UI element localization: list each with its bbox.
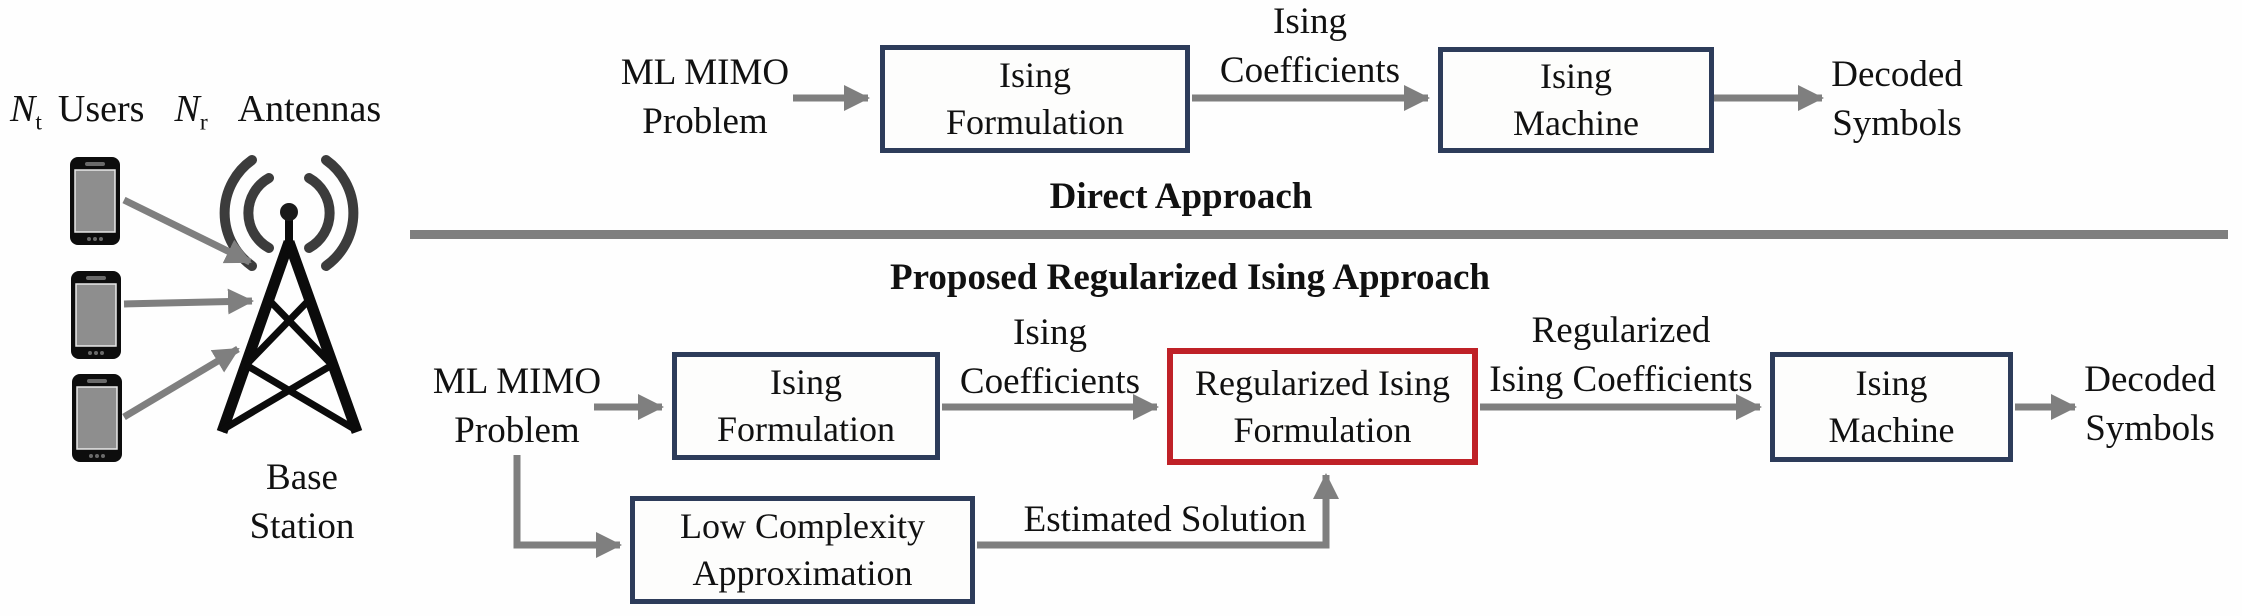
box-label-line2: Approximation: [692, 553, 913, 593]
proposed-input-label: ML MIMO Problem: [407, 357, 627, 455]
direct-input-line2: Problem: [642, 101, 768, 142]
label-line1: Regularized: [1531, 310, 1711, 351]
uplink-arrow-3: [122, 345, 240, 421]
label-line2: Coefficients: [959, 361, 1141, 402]
proposed-ising-machine-box: Ising Machine: [1770, 352, 2013, 462]
elbow-estimated-solution: [977, 473, 1339, 549]
regularized-ising-coefficients-label: Regularized Ising Coefficients: [1471, 306, 1771, 404]
label-line1: Ising: [1013, 312, 1087, 353]
proposed-ising-formulation-box: Ising Formulation: [672, 352, 940, 460]
direct-output-line1: Decoded: [1831, 54, 1963, 95]
direct-approach-title: Direct Approach: [1049, 176, 1313, 217]
box-label-line2: Machine: [1513, 103, 1639, 143]
box-label-line1: Ising: [1855, 363, 1928, 403]
proposed-input-line2: Problem: [454, 410, 580, 451]
smartphone-icon: [71, 271, 121, 359]
uplink-arrow-1: [122, 196, 252, 266]
direct-output-label: Decoded Symbols: [1787, 50, 2007, 148]
antennas-label: Antennas: [237, 88, 382, 130]
low-complexity-approximation-box: Low Complexity Approximation: [630, 496, 975, 604]
box-label-line2: Machine: [1828, 410, 1955, 450]
box-label-line2: Formulation: [946, 102, 1124, 142]
proposed-output-line1: Decoded: [2084, 359, 2216, 400]
nr-symbol: N: [174, 88, 200, 130]
base-station-label-line1: Base: [266, 457, 338, 498]
nr-subscript: r: [199, 109, 208, 136]
proposed-ising-coefficients-label: Ising Coefficients: [940, 308, 1160, 406]
base-station-tower-icon: [216, 203, 363, 434]
proposed-output-line2: Symbols: [2085, 408, 2215, 449]
base-station-label: Base Station: [212, 453, 392, 551]
proposed-output-label: Decoded Symbols: [2045, 355, 2242, 453]
label-line1: Ising: [1273, 1, 1347, 42]
direct-input-label: ML MIMO Problem: [595, 48, 815, 146]
direct-ising-formulation-box: Ising Formulation: [880, 45, 1190, 153]
direct-ising-coefficients-label: Ising Coefficients: [1200, 0, 1420, 95]
proposed-input-line1: ML MIMO: [432, 361, 602, 402]
section-divider: [410, 230, 2228, 239]
direct-ising-machine-box: Ising Machine: [1438, 47, 1714, 153]
elbow-input-to-lowcomplexity: [513, 455, 622, 558]
proposed-approach-title: Proposed Regularized Ising Approach: [890, 257, 1490, 298]
label-line2: Coefficients: [1219, 50, 1401, 91]
direct-output-line2: Symbols: [1832, 103, 1962, 144]
nt-symbol: N: [10, 88, 36, 130]
box-label-line1: Ising: [770, 362, 842, 402]
smartphone-icon: [72, 374, 122, 462]
box-label-line1: Low Complexity: [680, 506, 925, 546]
box-label-line1: Regularized Ising: [1195, 362, 1450, 403]
box-label-line2: Formulation: [717, 409, 895, 449]
regularized-ising-formulation-box: Regularized Ising Formulation: [1167, 348, 1478, 465]
label-line2: Ising Coefficients: [1489, 359, 1753, 400]
box-label-line2: Formulation: [1233, 409, 1412, 450]
nt-subscript: t: [35, 109, 42, 136]
base-station-label-line2: Station: [249, 506, 355, 547]
smartphone-icon: [70, 157, 120, 245]
box-label-line1: Ising: [999, 55, 1071, 95]
estimated-solution-label: Estimated Solution: [1023, 499, 1307, 540]
direct-input-line1: ML MIMO: [620, 52, 790, 93]
users-label: Users: [57, 88, 145, 130]
users-antennas-label: Nt Users Nr Antennas: [10, 88, 381, 144]
uplink-arrow-2: [123, 288, 254, 315]
box-label-line1: Ising: [1540, 56, 1612, 96]
